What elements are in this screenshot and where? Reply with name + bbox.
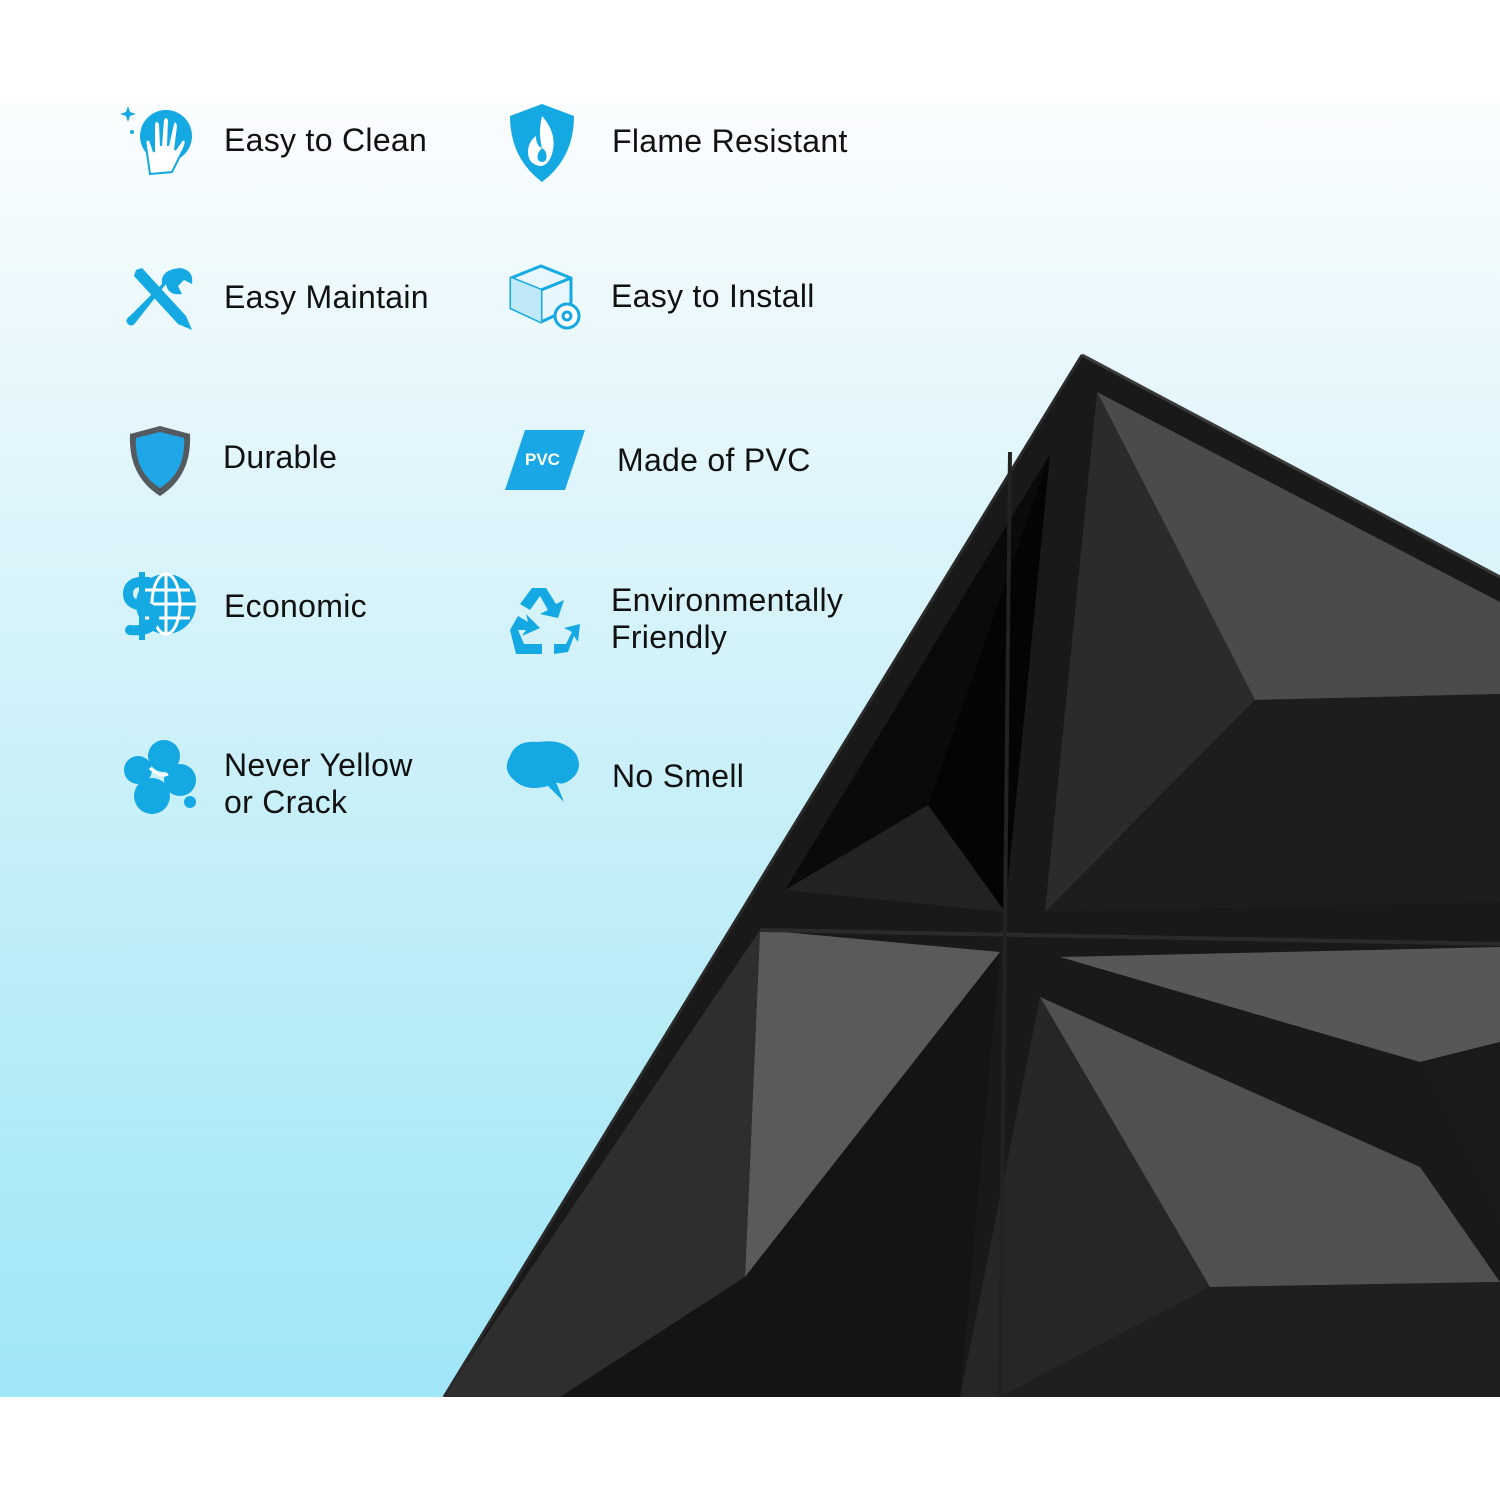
feature-label-line-2: or Crack [224,784,348,820]
feature-label-easy-to-install: Easy to Install [611,278,815,314]
feature-label-line-1: Environmentally [611,582,844,618]
speech-cloud-icon [506,741,579,802]
feature-label-flame-resistant: Flame Resistant [612,123,848,159]
feature-label-easy-to-clean: Easy to Clean [224,122,428,158]
feature-label-line-2: Friendly [611,619,728,655]
feature-label-easy-maintain: Easy Maintain [224,279,429,315]
feature-banner: Easy to Clean Flame Resistant Easy Maint… [0,102,1500,1397]
cleaning-hand-icon [120,106,192,176]
feature-label-economic: Economic [224,588,367,624]
flame-shield-icon [510,104,574,182]
pvc-badge-text: PVC [525,450,560,469]
feature-label-line-1: Never Yellow [224,747,413,783]
money-globe-icon [122,572,196,640]
feature-label-durable: Durable [223,439,338,475]
feature-label-made-of-pvc: Made of PVC [617,442,811,478]
recycle-icon [510,588,580,654]
tools-icon [126,268,193,330]
feature-label-never-yellow-or-crack: Never Yellow or Crack [224,747,413,821]
feature-label-environmentally-friendly: Environmentally Friendly [611,582,843,656]
pvc-badge-icon: PVC [505,430,585,490]
shield-icon [129,426,191,496]
pvc-wall-panel-image [442,353,1500,1397]
bubbles-icon [124,740,196,814]
feature-label-no-smell: No Smell [612,758,745,794]
box-gear-icon [509,264,581,330]
